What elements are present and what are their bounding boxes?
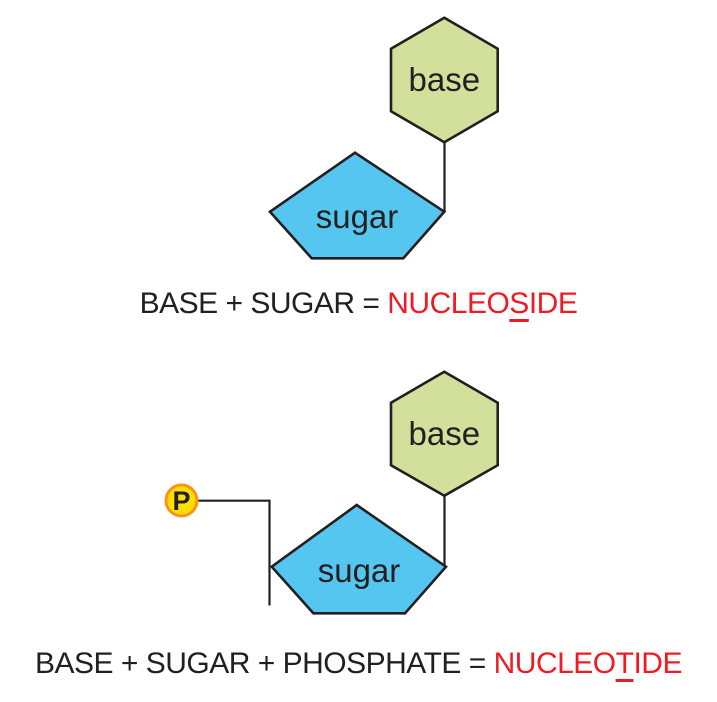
base-hexagon <box>389 16 500 144</box>
nucleoside-figure: base sugar <box>268 16 500 260</box>
nucleoside-equation-lhs: BASE + SUGAR = <box>139 287 388 320</box>
phosphate-circle <box>164 483 199 518</box>
sugar-pentagon <box>269 503 448 615</box>
base-label: base <box>409 61 481 98</box>
sugar-label: sugar <box>316 198 399 235</box>
sugar-pentagon <box>268 151 447 260</box>
nucleoside-underlined-letter: S <box>509 287 529 320</box>
nucleotide-figure: P base sugar <box>164 370 500 615</box>
nucleoside-word-suffix: IDE <box>528 287 578 320</box>
phosphate-label: P <box>172 486 190 516</box>
nucleotide-word-prefix: NUCLEO <box>493 647 617 680</box>
base-label: base <box>409 415 481 452</box>
phosphate-bond-line <box>197 499 271 606</box>
base-hexagon <box>389 370 500 498</box>
nucleoside-word-prefix: NUCLEO <box>387 287 510 320</box>
nucleotide-equation-lhs: BASE + SUGAR + PHOSPHATE = <box>35 647 494 680</box>
nucleotide-word-suffix: IDE <box>633 647 682 680</box>
nucleotide-equation: BASE + SUGAR + PHOSPHATE = NUCLEOTIDE <box>0 646 717 682</box>
nucleotide-underlined-letter: T <box>615 647 634 680</box>
nucleoside-equation: BASE + SUGAR = NUCLEOSIDE <box>0 286 717 322</box>
sugar-label: sugar <box>318 552 401 589</box>
